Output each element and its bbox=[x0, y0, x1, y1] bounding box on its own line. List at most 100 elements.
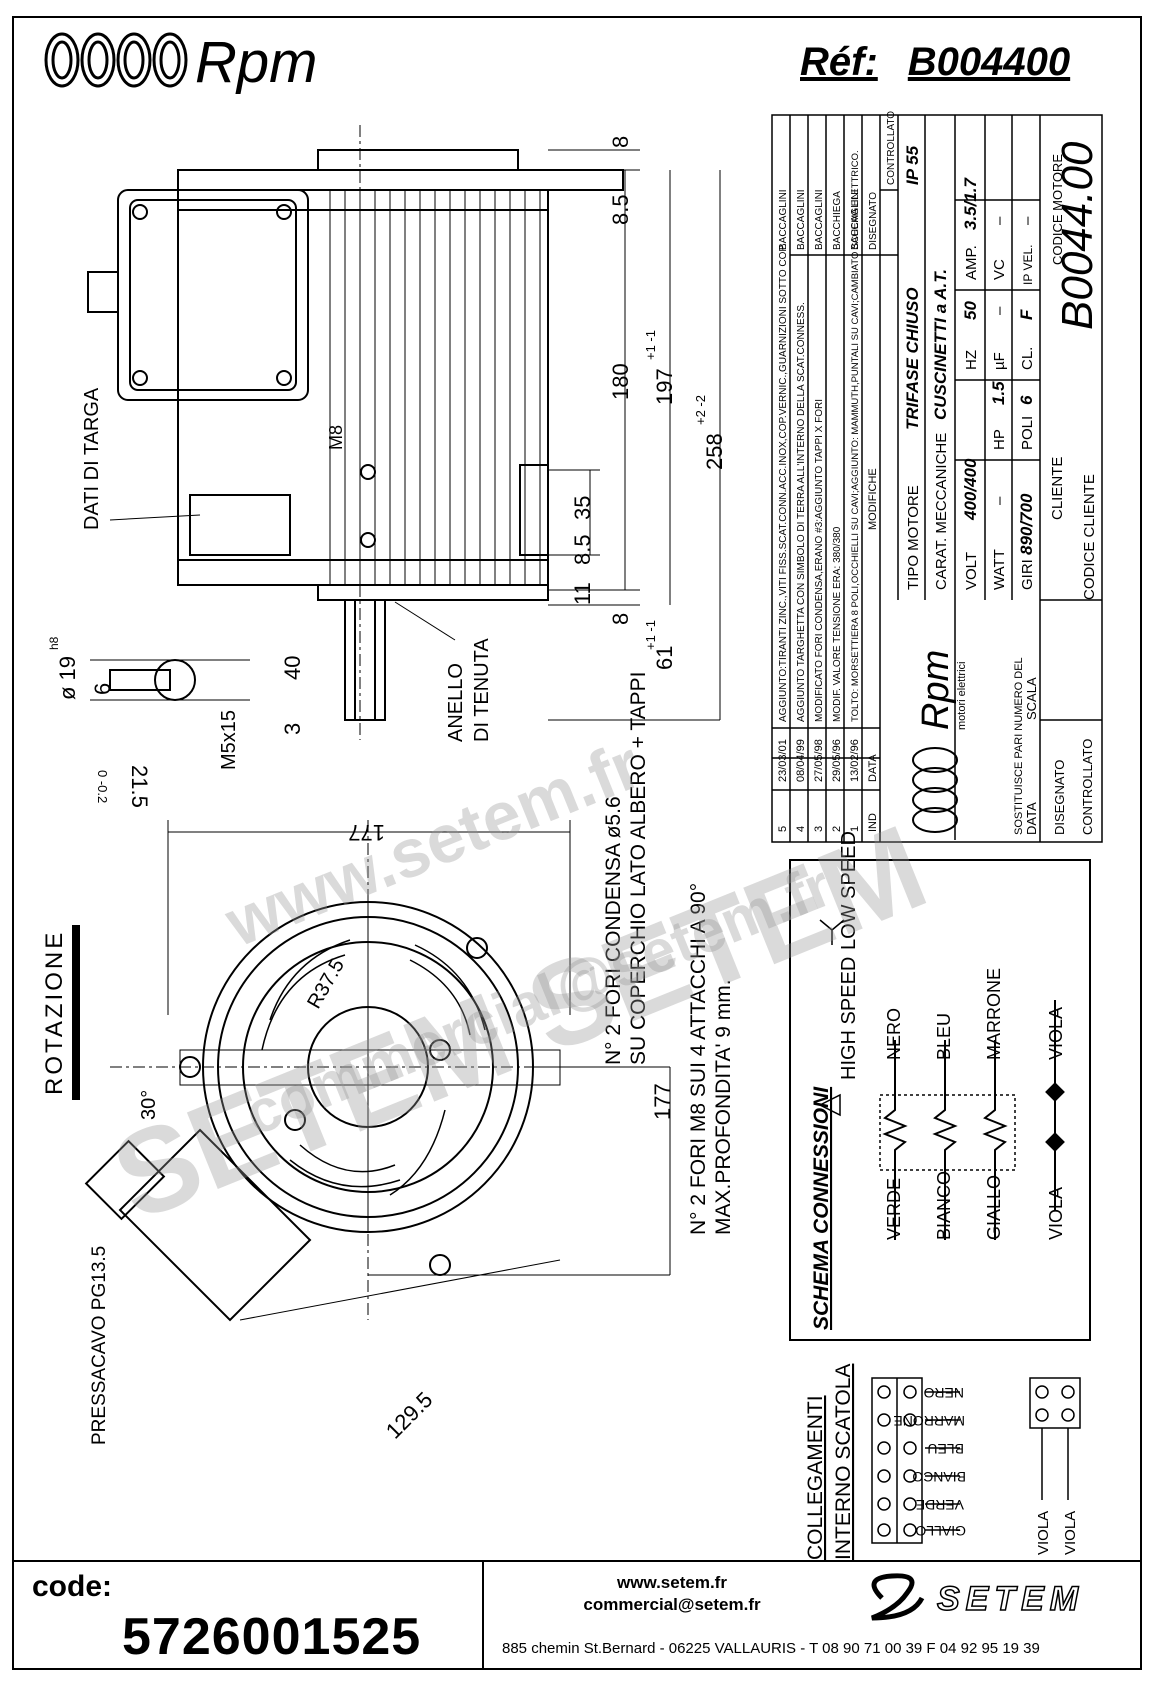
dim-177-top: 177 bbox=[348, 820, 385, 845]
vc-value: – bbox=[991, 216, 1008, 225]
dim-40: 40 bbox=[280, 656, 305, 680]
watt-value: – bbox=[991, 496, 1008, 505]
cl-value: F bbox=[1017, 309, 1036, 320]
cooling-fins bbox=[329, 190, 541, 585]
rev1-by: BACCAGLINI bbox=[850, 189, 861, 250]
dim-19: ø 19 bbox=[55, 656, 80, 700]
contact-block: www.setem.fr commercial@setem.fr bbox=[512, 1572, 832, 1616]
codice-motore-value: B0044.00 bbox=[1053, 141, 1102, 330]
rev1-date: 13/02/96 bbox=[849, 739, 861, 782]
swirl-icon bbox=[871, 1573, 925, 1621]
motor-side-view bbox=[87, 149, 624, 721]
website-link[interactable]: www.setem.fr bbox=[617, 1573, 727, 1592]
schema-wire-giallo: GIALLO bbox=[984, 1175, 1004, 1240]
dim-8-5-top: 8.5 bbox=[608, 194, 633, 225]
ref-label: Réf: bbox=[800, 40, 878, 84]
dim-258-tol: +2 -2 bbox=[693, 395, 708, 425]
volt-value: 400/400 bbox=[961, 458, 980, 521]
amp-label: AMP. bbox=[963, 245, 980, 280]
rev5-text: AGGIUNTO:TIRANTI ZINC.,VITI FISS.SCAT.CO… bbox=[778, 243, 789, 722]
coll-viola-a: VIOLA bbox=[1035, 1511, 1052, 1555]
rotation-bar bbox=[72, 925, 80, 1100]
motor-spec: TIPO MOTORE TRIFASE CHIUSO IP 55 CARAT. … bbox=[903, 141, 1102, 600]
collegamenti-title-1: COLLEGAMENTI bbox=[804, 1395, 827, 1560]
hz-value: 50 bbox=[961, 301, 980, 320]
amp-value: 3.5/1.7 bbox=[961, 176, 980, 230]
dim-8-bot: 8 bbox=[608, 613, 633, 625]
dim-61: 61 bbox=[652, 646, 677, 670]
motor-front-view bbox=[167, 820, 671, 1276]
rev4-text: AGGIUNTO TARGHETTA CON SIMBOLO DI TERRA … bbox=[796, 302, 807, 722]
address: 885 chemin St.Bernard - 06225 VALLAURIS … bbox=[502, 1640, 1040, 1657]
rev2-text: MODIF. VALORE TENSIONE ERA: 380/380 bbox=[832, 526, 843, 722]
low-speed-label: LOW SPEED bbox=[838, 831, 860, 950]
hp-label: HP bbox=[991, 429, 1008, 450]
label-rotazione: ROTAZIONE bbox=[41, 930, 68, 1095]
rev5-date: 23/03/01 bbox=[777, 739, 789, 782]
schema-viola-b: VIOLA bbox=[1046, 1187, 1066, 1240]
scala-label: SCALA bbox=[1024, 677, 1039, 720]
poli-value: 6 bbox=[1017, 395, 1036, 405]
terminal-block bbox=[871, 1377, 1081, 1544]
controllato-footer: CONTROLLATO bbox=[1080, 739, 1095, 835]
drawing-frame bbox=[12, 16, 1142, 1670]
dim-197-tol: +1 -1 bbox=[643, 330, 658, 360]
carat-label: CARAT. MECCANICHE bbox=[933, 433, 950, 590]
title-block-logo: Rpm bbox=[915, 650, 957, 730]
dim-21-5-tol: 0 -0.2 bbox=[95, 770, 110, 803]
label-pressacavo: PRESSACAVO PG13.5 bbox=[89, 1246, 110, 1445]
carat-value: CUSCINETTI a A.T. bbox=[931, 269, 950, 420]
dim-61-tol: +1 -1 bbox=[643, 620, 658, 650]
coll-wire-nero: NERO bbox=[923, 1385, 964, 1401]
ipvel-value: – bbox=[1019, 216, 1036, 225]
dim-258: 258 bbox=[702, 433, 727, 470]
code-value: 5726001525 bbox=[122, 1608, 422, 1666]
watt-label: WATT bbox=[991, 549, 1008, 590]
shaft-section bbox=[90, 659, 250, 701]
coll-wire-bleu: BLEU bbox=[927, 1441, 964, 1457]
rev3-by: BACCAGLINI bbox=[814, 189, 825, 250]
label-profondita: MAX.PROFONDITA' 9 mm. bbox=[712, 979, 735, 1235]
label-fori-m8: N° 2 FORI M8 SUI 4 ATTACCHI A 90° bbox=[687, 883, 710, 1235]
dimension-lines bbox=[548, 149, 721, 721]
col-data: DATA bbox=[867, 754, 879, 782]
rev3-ind: 3 bbox=[813, 826, 825, 832]
coll-wire-giallo: GIALLO bbox=[915, 1523, 966, 1539]
vc-label: VC bbox=[991, 259, 1008, 280]
tipo-motore: TRIFASE CHIUSO bbox=[903, 287, 922, 430]
centerlines bbox=[110, 125, 570, 1320]
dim-m5: M5x15 bbox=[218, 710, 240, 770]
coil-icon bbox=[44, 32, 188, 88]
schema-wire-bleu: BLEU bbox=[934, 1013, 954, 1060]
high-speed-label: HIGH SPEED bbox=[838, 957, 860, 1080]
dim-21-5: 21.5 bbox=[127, 765, 152, 808]
schema-title: SCHEMA CONNESSIONI bbox=[810, 1086, 833, 1330]
dim-3: 3 bbox=[280, 723, 305, 735]
dim-r37-5: R37.5 bbox=[303, 955, 349, 1012]
rpm-logo: Rpm bbox=[44, 30, 317, 95]
poli-label: POLI bbox=[1019, 416, 1036, 450]
collegamenti-title-2: INTERNO SCATOLA bbox=[832, 1364, 855, 1560]
uf-value: – bbox=[991, 306, 1008, 315]
schema-frame bbox=[789, 859, 1091, 1341]
hp-value: 1.5 bbox=[989, 381, 1008, 405]
label-coperchio: SU COPERCHIO LATO ALBERO + TAPPI bbox=[627, 672, 650, 1065]
hz-label: HZ bbox=[963, 350, 980, 370]
coll-wire-marrone: MARRONE bbox=[893, 1413, 965, 1429]
schema-wire-bianco: BIANCO bbox=[934, 1171, 954, 1240]
label-tenuta: DI TENUTA bbox=[471, 638, 493, 742]
dim-6: 6 bbox=[90, 683, 115, 695]
data-footer-label: DATA bbox=[1024, 802, 1039, 835]
coll-wire-bianco: BIANCO bbox=[912, 1469, 966, 1485]
col-controllato: CONTROLLATO bbox=[886, 111, 897, 185]
fan-cover-slots bbox=[261, 939, 486, 1196]
schema-viola-a: VIOLA bbox=[1046, 1007, 1066, 1060]
dim-30-deg: 30° bbox=[138, 1090, 160, 1120]
rev3-text: MODIFICATO FORI CONDENSA,ERANO #3:AGGIUN… bbox=[814, 399, 825, 722]
label-anello: ANELLO bbox=[445, 663, 467, 742]
reference: Réf:B004400 bbox=[800, 40, 1070, 85]
rev2-date: 29/05/96 bbox=[831, 739, 843, 782]
email-link[interactable]: commercial@setem.fr bbox=[583, 1595, 761, 1614]
delta-icon bbox=[818, 1093, 841, 1117]
